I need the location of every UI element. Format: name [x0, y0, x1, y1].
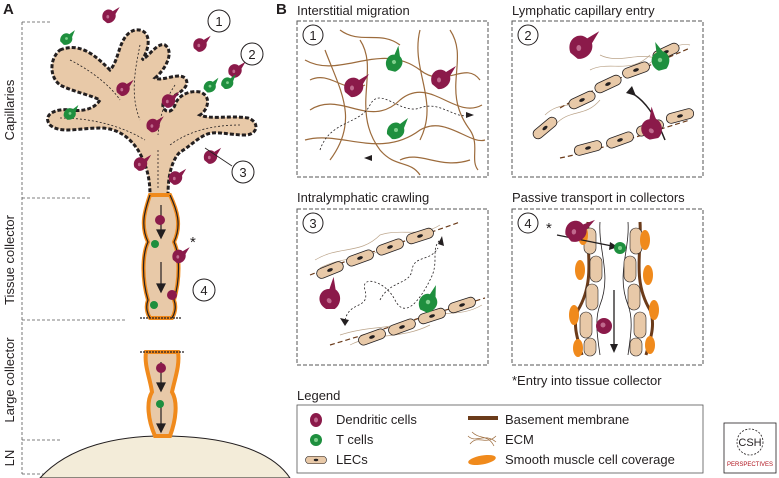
svg-text:T cells: T cells	[336, 432, 374, 447]
panel-b-label: B	[276, 1, 287, 18]
panel-a-label: A	[3, 1, 14, 18]
panel-a-marker-4: 4	[192, 278, 216, 302]
box4-marker: 4	[517, 212, 539, 234]
box4-collector-right	[622, 221, 659, 357]
box2-basement	[559, 47, 691, 159]
svg-text:3: 3	[309, 216, 316, 231]
box4-collector-left	[569, 221, 606, 357]
box3-crawl-paths	[344, 239, 441, 321]
box3-cells	[312, 276, 444, 315]
box3-marker: 3	[302, 212, 324, 234]
svg-text:4: 4	[524, 216, 531, 231]
box4-cells	[563, 215, 626, 334]
box2-frame	[511, 20, 704, 178]
box2-cells	[569, 31, 676, 144]
capillary-tree	[46, 28, 258, 197]
legend-dendritic: Dendritic cells	[310, 412, 417, 427]
svg-text:PERSPECTIVES: PERSPECTIVES	[727, 462, 773, 468]
box1-title: Interstitial migration	[297, 3, 410, 18]
region-tissue-collector: Tissue collector	[2, 214, 17, 304]
box4-footnote: *Entry into tissue collector	[512, 373, 662, 388]
legend-tcells: T cells	[310, 432, 374, 447]
svg-text:Basement membrane: Basement membrane	[505, 412, 629, 427]
region-large-collector: Large collector	[2, 337, 17, 423]
box1-marker: 1	[302, 24, 324, 46]
legend-basement: Basement membrane	[468, 412, 629, 427]
svg-text:2: 2	[524, 28, 531, 43]
legend-frame	[296, 404, 704, 474]
svg-text:1: 1	[309, 28, 316, 43]
large-collector	[143, 350, 181, 438]
svg-text:ECM: ECM	[505, 432, 534, 447]
svg-text:Smooth muscle cell coverage: Smooth muscle cell coverage	[505, 452, 675, 467]
svg-text:Dendritic cells: Dendritic cells	[336, 412, 417, 427]
legend-smooth-muscle: Smooth muscle cell coverage	[468, 452, 675, 467]
panel-a-marker-3: 3	[204, 147, 255, 184]
box3-frame	[296, 208, 489, 366]
box2-title: Lymphatic capillary entry	[512, 3, 655, 18]
box3-title: Intralymphatic crawling	[297, 190, 429, 205]
box2-marker: 2	[517, 24, 539, 46]
box4-title: Passive transport in collectors	[512, 190, 685, 205]
box4-entry-arrow	[556, 234, 613, 247]
panel-a-marker-1: 1	[207, 9, 231, 33]
box1-migration-path	[319, 97, 471, 151]
lymph-node	[39, 435, 291, 478]
svg-text:3: 3	[239, 165, 246, 180]
svg-text:1: 1	[215, 14, 222, 29]
panel-a-marker-2: 2	[240, 42, 264, 66]
legend-lecs: LECs	[305, 452, 368, 467]
region-capillaries: Capillaries	[2, 79, 17, 140]
panel-a-asterisk: *	[190, 234, 196, 251]
panel-a-cells	[60, 7, 246, 408]
box4-asterisk: *	[546, 220, 552, 237]
svg-text:2: 2	[248, 47, 255, 62]
box1-ecm-fibers	[304, 29, 486, 176]
legend-ecm: ECM	[467, 431, 534, 447]
legend-title: Legend	[297, 388, 340, 403]
region-ln: LN	[2, 450, 17, 467]
box3-lecs	[314, 226, 478, 347]
box1-cells	[344, 45, 456, 140]
csh-logo: CSH PERSPECTIVES	[723, 422, 777, 474]
svg-text:4: 4	[200, 283, 207, 298]
svg-text:CSH: CSH	[738, 437, 761, 449]
box4-frame	[511, 208, 704, 366]
box1-frame	[296, 20, 489, 178]
svg-text:LECs: LECs	[336, 452, 368, 467]
